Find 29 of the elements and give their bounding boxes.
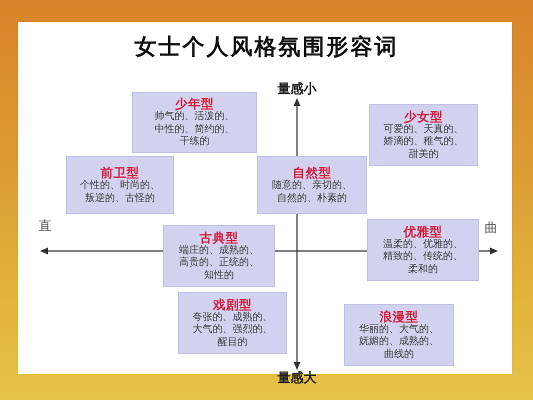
style-heading: 戏剧型 (213, 296, 252, 312)
adjective-list: 随意的、亲切的、自然的、朴素的 (270, 180, 354, 205)
chart-title: 女士个人风格氛围形容词 (134, 34, 398, 62)
adjective-list: 帅气的、活泼的、中性的、简约的、干练的 (153, 111, 236, 149)
style-card (369, 104, 478, 166)
axis-label: 量感小 (276, 82, 318, 98)
style-heading: 前卫型 (100, 165, 140, 180)
adjective-list: 可爱的、天真的、娇滴的、稚气的、甜美的 (382, 124, 465, 162)
style-heading: 少女型 (404, 108, 443, 124)
axis-label: 量感大 (276, 371, 318, 387)
style-card (132, 92, 257, 153)
style-heading: 浪漫型 (380, 308, 418, 324)
style-card (257, 156, 367, 214)
style-heading: 古典型 (200, 230, 238, 245)
adjective-list: 华丽的、大气的、妩媚的、成熟的、曲线的 (358, 324, 440, 362)
style-heading: 优雅型 (404, 224, 442, 239)
style-card (344, 304, 454, 366)
style-heading: 少年型 (175, 96, 214, 112)
adjective-list: 端庄的、成熟的、高贵的、正统的、知性的 (178, 244, 260, 282)
adjective-list: 个性的、时尚的、叛逆的、古怪的 (78, 180, 162, 205)
style-heading: 自然型 (292, 165, 332, 180)
adjective-list: 温柔的、优雅的、精致的、传统的、柔和的 (382, 238, 464, 276)
axis-label: 直 (38, 219, 52, 235)
adjective-list: 夸张的、成熟的、大气的、强烈的、醒目的 (191, 312, 274, 350)
style-card (367, 219, 479, 281)
style-card (163, 225, 275, 287)
style-card (66, 156, 174, 214)
style-card (178, 292, 287, 354)
axis-label: 曲 (484, 221, 498, 237)
